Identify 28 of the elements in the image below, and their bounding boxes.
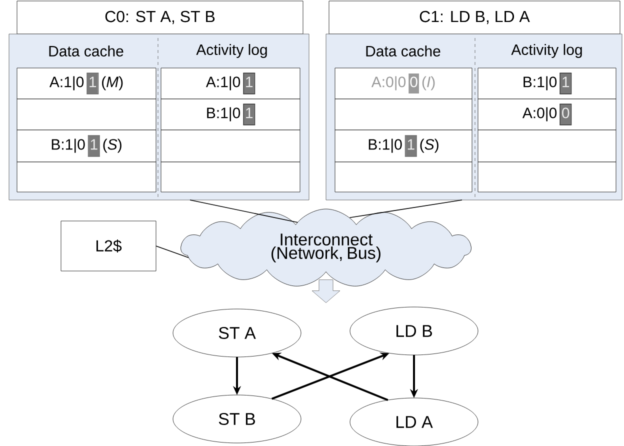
core-header-box: C0: ST A, ST B (16, 0, 304, 34)
empty-table-cell (16, 98, 156, 130)
connector-line (349, 200, 462, 218)
cache-box: L2$ (60, 220, 156, 272)
table-cell: A:0|0 0 (I) (334, 68, 472, 100)
column-heading: Data cache (49, 46, 124, 56)
column-heading: Activity log (196, 44, 267, 58)
table-cell: B:1|0 1 (478, 68, 616, 100)
empty-table-cell (478, 162, 616, 192)
core-header-box: C1: LD B, LD A (328, 0, 620, 34)
network-cloud: Interconnect (Network, Bus) (180, 208, 472, 286)
empty-table-cell (160, 162, 300, 192)
empty-table-cell (334, 162, 472, 192)
empty-table-cell (478, 130, 616, 162)
block-arrow (312, 280, 340, 303)
empty-table-cell (334, 98, 472, 130)
empty-table-cell (16, 162, 156, 192)
table-cell: A:1|0 1 (160, 68, 300, 100)
connector-line (156, 246, 189, 258)
table-cell: B:1|0 1 (S) (16, 130, 156, 162)
column-heading: Activity log (511, 44, 582, 58)
table-cell: B:1|0 1 (160, 98, 300, 130)
table-cell: A:0|0 0 (478, 98, 616, 130)
column-heading: Data cache (366, 46, 440, 56)
connector-line (190, 200, 298, 223)
empty-table-cell (160, 130, 300, 162)
table-cell: A:1|0 1 (M) (16, 68, 156, 100)
table-cell: B:1|0 1 (S) (334, 130, 472, 162)
